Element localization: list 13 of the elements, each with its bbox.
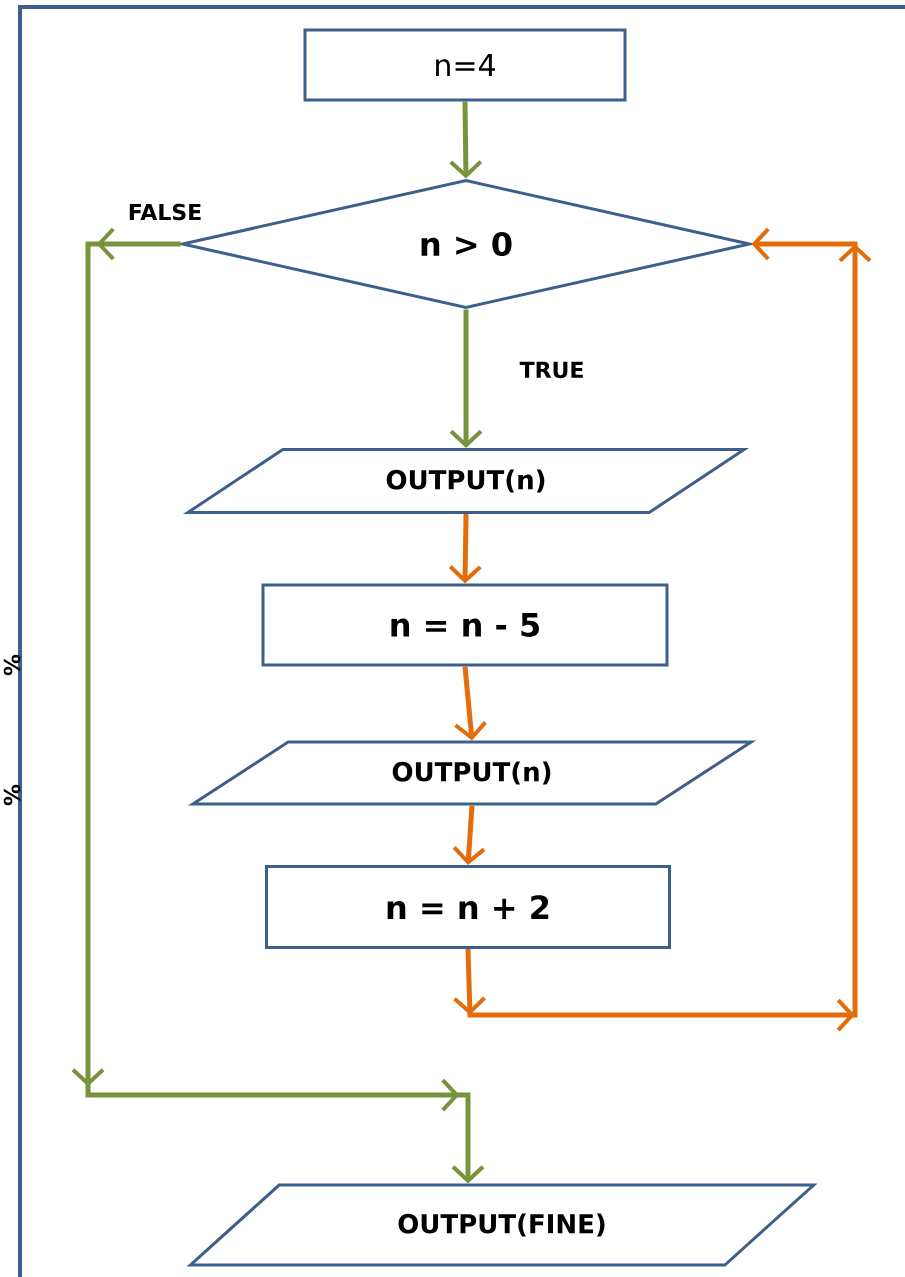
process-box: n=4 [303, 28, 627, 102]
label: % [3, 784, 21, 806]
arrow [454, 666, 487, 741]
arrow [448, 513, 482, 584]
edge-label: FALSE [126, 202, 204, 222]
arrow [71, 227, 485, 1184]
arrow [453, 227, 872, 1032]
process-box: n = n - 5 [261, 583, 669, 667]
label: % [3, 654, 21, 676]
arrow [449, 101, 483, 179]
process-box: n = n + 2 [265, 865, 671, 949]
arrow [449, 309, 483, 448]
edge-label: TRUE [518, 360, 586, 380]
